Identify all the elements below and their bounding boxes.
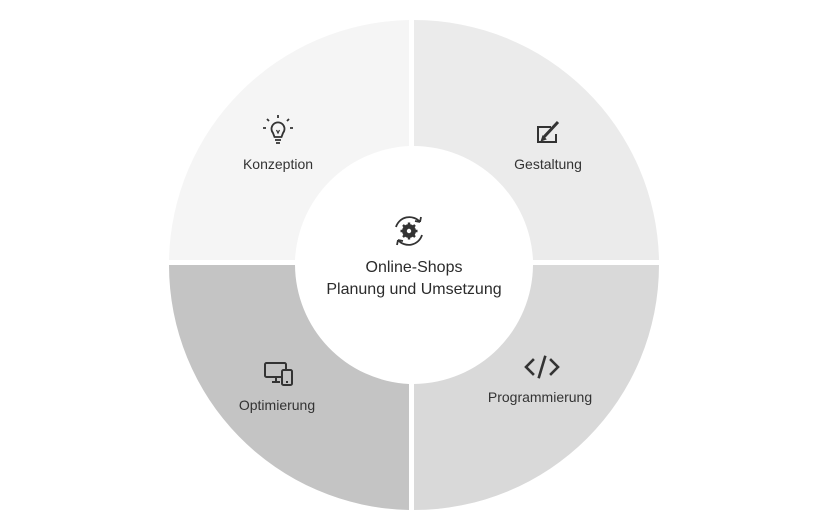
gear-cycle-icon <box>395 216 423 246</box>
segment-label-programmierung: Programmierung <box>487 389 593 405</box>
segment-optimierung-shape <box>169 265 409 510</box>
segment-programmierung-shape <box>414 265 659 510</box>
segment-programmierung <box>414 265 659 510</box>
segment-label-optimierung: Optimierung <box>238 397 316 413</box>
segment-label-konzeption: Konzeption <box>242 156 314 172</box>
lightbulb-icon <box>263 115 293 144</box>
segment-konzeption-shape <box>169 20 409 260</box>
segment-optimierung <box>169 265 409 510</box>
segment-konzeption <box>169 20 409 260</box>
segment-gestaltung <box>414 19 659 260</box>
code-icon <box>524 355 560 379</box>
center-title-line2: Planung und Umsetzung <box>326 281 502 298</box>
segment-gestaltung-shape <box>414 19 659 260</box>
center-disc <box>300 151 528 379</box>
center-title-line1: Online-Shops <box>365 259 463 276</box>
segment-label-gestaltung: Gestaltung <box>514 156 582 172</box>
devices-icon <box>264 362 293 386</box>
edit-brush-icon <box>537 120 560 143</box>
